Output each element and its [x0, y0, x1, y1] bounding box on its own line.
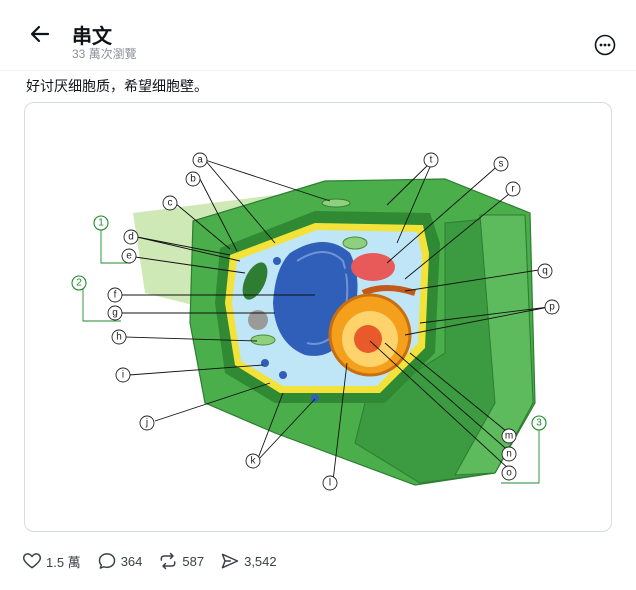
label-c: c	[168, 198, 173, 209]
label-m: m	[505, 431, 513, 442]
label-q: q	[542, 266, 548, 277]
like-count: 1.5 萬	[46, 554, 81, 570]
share-button[interactable]: 3,542	[220, 551, 277, 571]
page-title: 串文	[72, 24, 112, 48]
label-s: s	[499, 159, 504, 170]
label-p: p	[549, 302, 555, 313]
more-options-icon[interactable]	[594, 34, 616, 56]
repost-count: 587	[182, 553, 205, 569]
label-e: e	[126, 251, 132, 262]
label-g: g	[112, 308, 118, 319]
repost-icon	[160, 552, 176, 570]
share-count: 3,542	[244, 553, 277, 569]
label-d: d	[128, 232, 134, 243]
label-b: b	[190, 174, 196, 185]
repost-button[interactable]: 587	[158, 551, 204, 571]
post-header: 串文 33 萬次瀏覽	[0, 0, 636, 70]
comment-button[interactable]: 364	[97, 551, 143, 571]
plant-cell-diagram: a b c d e f g h i j k l m n o p q r s t …	[71, 152, 560, 491]
group-circles	[71, 215, 547, 431]
label-a: a	[197, 155, 203, 166]
group-label-3: 3	[536, 418, 542, 429]
back-arrow-icon[interactable]	[28, 22, 52, 46]
label-n: n	[506, 449, 512, 460]
label-f: f	[114, 290, 117, 301]
label-t: t	[430, 155, 433, 166]
action-bar: 1.5 萬 364 587 3,542	[22, 550, 293, 572]
post-image[interactable]: a b c d e f g h i j k l m n o p q r s t …	[24, 102, 612, 532]
post-text: 好讨厌细胞质，希望细胞壁。	[26, 79, 208, 95]
send-icon	[221, 553, 239, 569]
label-r: r	[511, 184, 515, 195]
label-l: l	[329, 478, 331, 489]
label-i: i	[122, 370, 124, 381]
label-h: h	[116, 332, 122, 343]
like-button[interactable]: 1.5 萬	[22, 551, 81, 571]
label-o: o	[506, 468, 512, 479]
diagram-labels	[82, 159, 550, 484]
group-label-1: 1	[98, 218, 104, 229]
label-j: j	[145, 418, 148, 429]
heart-icon	[22, 553, 42, 569]
comment-icon	[98, 553, 115, 569]
header-divider	[0, 70, 636, 71]
comment-count: 364	[120, 553, 143, 569]
group-label-2: 2	[76, 278, 82, 289]
view-count: 33 萬次瀏覽	[72, 47, 137, 61]
label-k: k	[251, 456, 257, 467]
label-circles	[107, 152, 560, 491]
